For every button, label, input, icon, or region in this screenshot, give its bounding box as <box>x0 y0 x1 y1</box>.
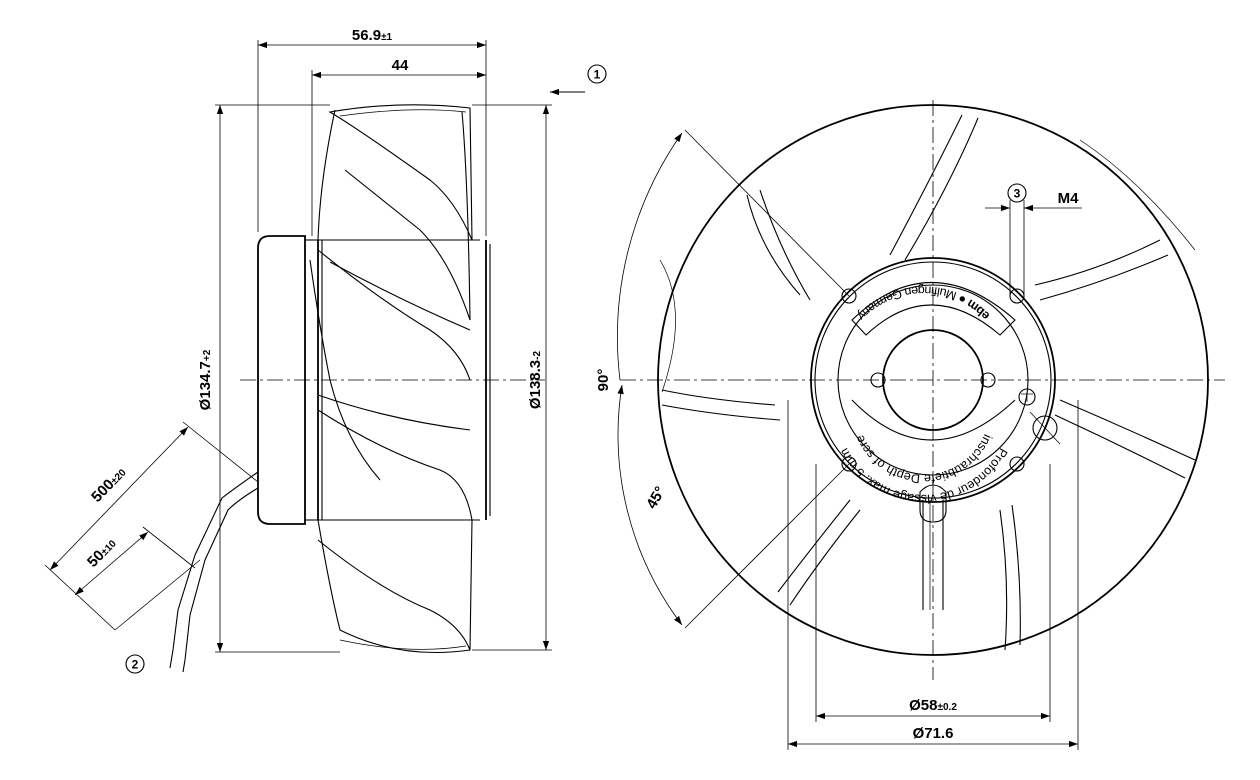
dim-strip-length: 50±10 <box>74 526 196 596</box>
dim-lead-length-label: 500±20 <box>88 464 129 506</box>
hub-text-maker: ebm ● Mulfingen Germany <box>854 283 992 323</box>
impeller-blades-side <box>309 104 473 654</box>
hub-text-panel-top <box>851 282 1016 336</box>
svg-text:M4: M4 <box>1058 190 1079 207</box>
dim-angle-45-label: 45° <box>643 484 669 512</box>
hub-text-depth-line1: Einschraubtiefe Depth of screw <box>853 432 1260 771</box>
side-view: 56.9±1 44 1 Ø134.7+2 <box>44 27 607 674</box>
dim-strip-length-label: 50±10 <box>84 535 120 571</box>
hub-inner-ring <box>814 261 1052 499</box>
dim-inner-diameter: Ø134.7+2 <box>197 104 340 653</box>
dim-overall-depth-label: 56.9±1 <box>352 27 393 44</box>
dim-angle-45: 45° <box>617 384 850 629</box>
dim-outer-diameter: Ø138.3-2 <box>472 104 552 651</box>
shaft-bore <box>882 329 984 431</box>
dim-angle-90-label: 90° <box>595 369 612 392</box>
svg-text:2: 2 <box>132 658 139 672</box>
cable-lead <box>114 471 259 673</box>
front-view: Einschraubtiefe Depth of screw Profondeu… <box>595 100 1260 771</box>
hub-label-ring <box>837 284 1029 476</box>
cable-callout: 2 <box>125 654 145 674</box>
dim-bolt-circle-label: Ø58±0.2 <box>909 697 957 714</box>
dim-lead-length: 500±20 <box>44 421 259 631</box>
dim-hub-diameter-label: Ø71.6 <box>913 725 954 742</box>
dim-angle-90: 90° <box>595 129 850 392</box>
hub-text-panel-bottom <box>851 399 1016 441</box>
earth-symbol-icon <box>1018 388 1061 445</box>
hub-outer-ring <box>810 257 1056 503</box>
dim-overall-depth: 56.9±1 <box>257 27 487 236</box>
impeller-outer-circle <box>657 104 1209 656</box>
svg-text:1: 1 <box>594 68 601 82</box>
svg-text:3: 3 <box>1014 187 1021 201</box>
dim-bolt-circle: Ø58±0.2 <box>815 464 1051 722</box>
dim-body-depth-label: 44 <box>392 57 409 74</box>
dim-outer-diameter-label: Ø138.3-2 <box>527 351 544 410</box>
dim-hub-diameter: Ø71.6 <box>787 400 1079 750</box>
dim-body-depth: 44 <box>311 57 486 236</box>
motor-body <box>257 235 306 525</box>
dim-inner-diameter-label: Ø134.7+2 <box>197 349 214 410</box>
thread-callout: M4 3 <box>985 183 1082 296</box>
impeller-blades-front <box>659 114 1196 651</box>
airflow-callout: 1 <box>550 64 607 96</box>
cable-exit <box>919 484 947 610</box>
